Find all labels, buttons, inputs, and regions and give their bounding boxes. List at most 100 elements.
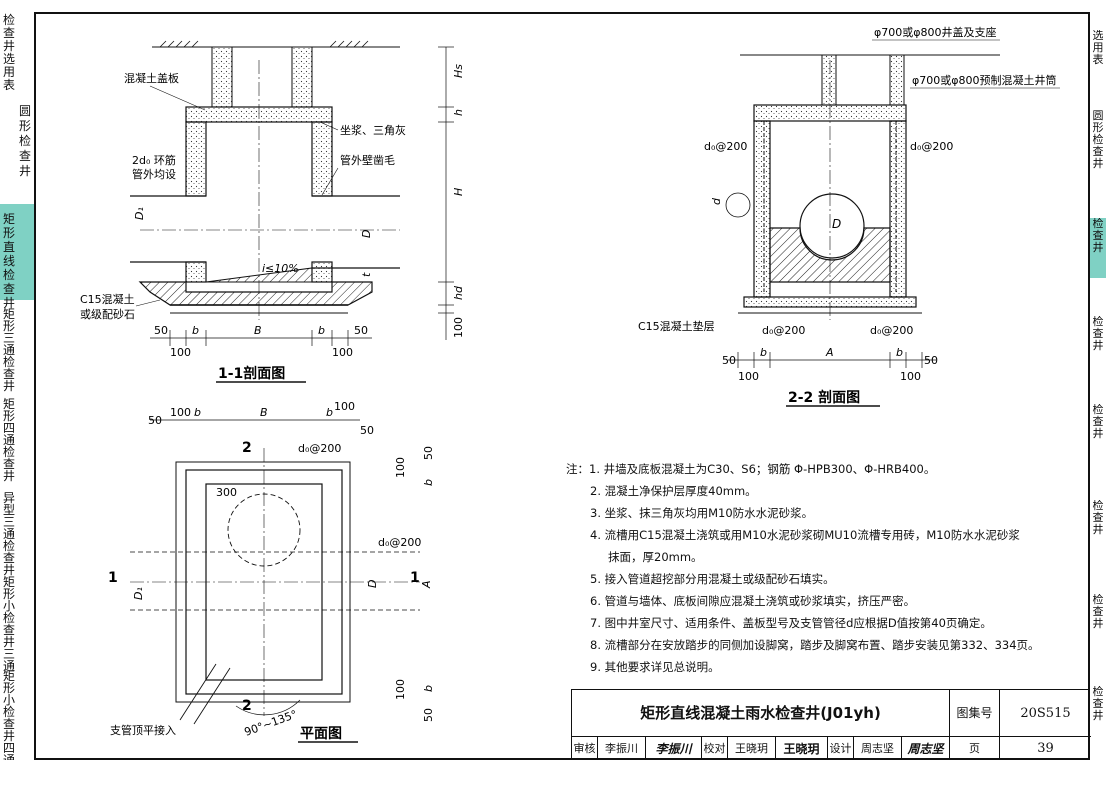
dim-h: h	[452, 109, 465, 116]
label-pipe: 支管顶平接入	[110, 723, 176, 737]
chimney-right	[889, 54, 905, 106]
dim-100-right: 100	[332, 346, 353, 359]
note-item: 5. 接入管道超挖部分用混凝土或级配砂石填实。	[590, 572, 835, 586]
note-item: 4. 流槽用C15混凝土浇筑或用M10水泥砂浆砌MU10流槽专用砖，M10防水水…	[590, 528, 1020, 542]
tab-round-well[interactable]: 圆形检查井	[0, 104, 34, 196]
check-label: 校对	[702, 737, 728, 761]
tab-small-tee-well[interactable]: 矩形小检查井三通	[0, 574, 34, 672]
tab-rect-cross-well[interactable]: 矩形四通检查井	[0, 396, 34, 482]
label-base: C15混凝土垫层	[638, 319, 715, 333]
flow-channel	[205, 267, 313, 283]
dim-D1: D₁	[133, 207, 146, 220]
dim-50-right-top: 50	[422, 446, 435, 460]
wall-left-upper	[185, 121, 207, 197]
ground-hatch	[159, 40, 369, 48]
dim-A: A	[825, 346, 834, 359]
dim-D: D	[366, 580, 379, 588]
cut-mark-left: 1	[108, 570, 118, 586]
dim-D1: D₁	[132, 587, 145, 600]
tab-label: 检查井选用表	[2, 13, 15, 92]
right-tab[interactable]: 检查井	[1092, 316, 1104, 352]
label-slope: i≤10%	[262, 262, 299, 275]
dim-100-right-bottom: 100	[394, 679, 407, 700]
dim-100-top-left: 100	[170, 406, 191, 419]
base-slab	[138, 281, 373, 306]
right-tab[interactable]: 检查井	[1092, 404, 1104, 440]
right-tab[interactable]: 检查井	[1092, 594, 1104, 630]
section-2-2: D φ700或φ800井盖及支座 φ700或φ800预制混凝土井筒 d₀@200…	[638, 25, 1060, 407]
checker-signature: 王晓玥	[776, 737, 828, 761]
right-tab[interactable]: 检查井	[1092, 500, 1104, 536]
tab-special-tee-well[interactable]: 异型三通检查井	[0, 490, 34, 576]
dim-100-left: 100	[170, 346, 191, 359]
page-number: 39	[1037, 741, 1054, 756]
dim-b-left: b	[192, 324, 199, 337]
tab-label: 圆形检查井	[18, 104, 31, 178]
label-rebar-bottom-left: d₀@200	[762, 324, 805, 337]
notes-head: 注：	[566, 462, 589, 476]
dim-D: D	[832, 217, 841, 231]
dim-50-left: 50	[154, 324, 168, 337]
label-ring: 2d₀ 环筋	[132, 153, 176, 167]
label-cover: 混凝土盖板	[124, 71, 179, 85]
dim-100-left: 100	[738, 370, 759, 383]
dim-t: t	[360, 272, 373, 277]
dim-b-left: b	[760, 346, 767, 359]
tab-rect-straight-well[interactable]: 矩形直线检查井	[0, 204, 34, 310]
reviewer-name: 李振川	[598, 737, 646, 761]
label-rebar-right: d₀@200	[378, 536, 421, 549]
label-ring2: 管外均设	[132, 167, 176, 181]
right-tab[interactable]: 选用表	[1092, 30, 1104, 66]
wall-left	[753, 120, 771, 298]
cut-mark-bottom: 2	[242, 698, 252, 714]
wall-right-lower	[311, 261, 333, 283]
tab-rect-tee-well[interactable]: 矩形三通检查井	[0, 306, 34, 392]
dim-50-right-bottom: 50	[422, 708, 435, 722]
chimney-left	[211, 46, 233, 108]
label-chisel: 管外壁凿毛	[340, 153, 395, 167]
atlas-number: 20S515	[1000, 690, 1091, 737]
dim-Hs: Hs	[452, 64, 465, 78]
caption-1-1: 1-1剖面图	[218, 365, 285, 382]
checker-name: 王晓玥	[728, 737, 776, 761]
dim-50-top-left: 50	[148, 414, 162, 427]
dim-50-top-right: 50	[360, 424, 374, 437]
label-300: 300	[216, 486, 237, 499]
label-rebar-left: d₀@200	[704, 140, 747, 153]
reviewer-signature: 李振川	[646, 737, 702, 761]
dim-D: D	[360, 230, 373, 238]
dim-b-top-left: b	[194, 406, 201, 419]
dim-100-top-right: 100	[334, 400, 355, 413]
label-top2: φ700或φ800预制混凝土井筒	[912, 73, 1057, 87]
dim-B: B	[254, 324, 262, 337]
wall-left-lower	[185, 261, 207, 283]
dim-50-right: 50	[354, 324, 368, 337]
note-item: 6. 管道与墙体、底板间隙应混凝土浇筑或砂浆填实，挤压严密。	[590, 594, 916, 608]
wall-right-upper	[311, 121, 333, 197]
tab-label: 异型三通检查井	[2, 491, 15, 577]
cut-mark-right: 1	[410, 570, 420, 586]
dim-50-right: 50	[924, 354, 938, 367]
dim-50-left: 50	[722, 354, 736, 367]
wall-right	[889, 120, 907, 298]
drawing-frame	[34, 12, 1090, 760]
atlas-label: 图集号	[950, 690, 1000, 737]
tab-selection-table[interactable]: 检查井选用表	[0, 14, 34, 94]
dim-d: d	[710, 197, 723, 205]
design-label: 设计	[828, 737, 854, 761]
dim-b-top-right: b	[326, 406, 333, 419]
left-index-tabs: 检查井选用表 圆形检查井 矩形直线检查井 矩形三通检查井 矩形四通检查井 异型三…	[0, 0, 34, 766]
caption-2-2: 2-2 剖面图	[788, 389, 860, 406]
note-item: 2. 混凝土净保护层厚度40mm。	[590, 484, 757, 498]
cut-mark-top: 2	[242, 440, 252, 456]
dim-b-right-bottom: b	[422, 685, 435, 692]
review-label: 审核	[572, 737, 598, 761]
right-index-tabs: 选用表 圆形检查井 检查井 检查井 检查井 检查井 检查井 检查井	[1090, 0, 1106, 760]
right-tab[interactable]: 圆形检查井	[1092, 110, 1104, 170]
right-tab[interactable]: 检查井	[1092, 686, 1104, 722]
right-tab[interactable]: 检查井	[1090, 218, 1106, 278]
note-item: 1. 井墙及底板混凝土为C30、S6；钢筋 Φ-HPB300、Φ-HRB400。	[589, 462, 936, 476]
label-rebar-bottom-right: d₀@200	[870, 324, 913, 337]
caption-plan: 平面图	[300, 726, 342, 742]
